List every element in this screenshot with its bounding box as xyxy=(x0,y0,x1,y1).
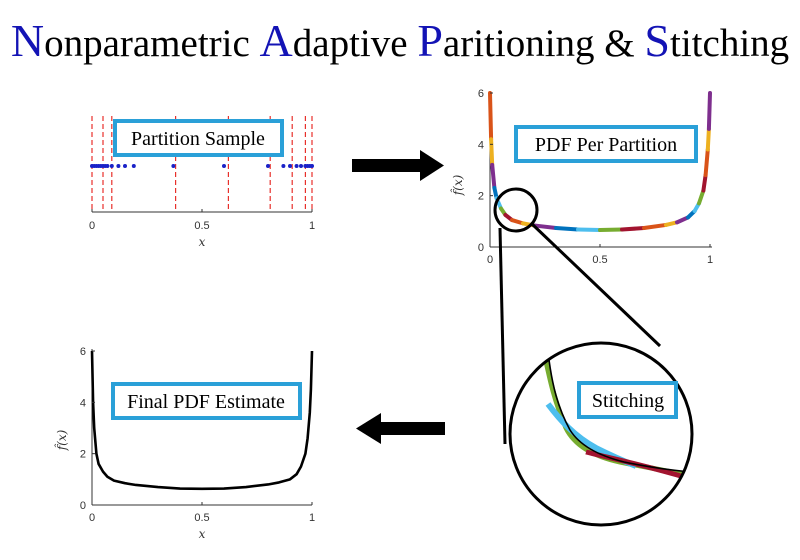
partition-pdf-segment xyxy=(490,162,497,190)
partition-pdf-segment xyxy=(675,215,690,225)
title-word: daptive xyxy=(292,22,418,65)
label-box-partition-sample xyxy=(113,119,284,157)
x-tick-label: 0.5 xyxy=(194,512,209,524)
x-tick-label: 0 xyxy=(487,254,493,266)
zoom-circle-small xyxy=(493,187,539,233)
title-word: onparametric xyxy=(44,22,260,65)
label-final-pdf: Final PDF Estimate xyxy=(127,391,285,413)
partition-pdf-segment xyxy=(598,227,624,233)
sample-point xyxy=(123,164,127,168)
x-tick-label: 0 xyxy=(89,512,95,524)
title-initial: A xyxy=(259,15,293,66)
x-axis-label-1: x xyxy=(199,235,206,249)
partition-pdf-segment xyxy=(642,222,668,231)
partition-pdf-segment xyxy=(554,226,580,232)
sample-point xyxy=(116,164,121,168)
title-word: titching xyxy=(670,22,790,65)
y-tick-label: 6 xyxy=(478,88,484,100)
label-box-final-pdf xyxy=(111,382,302,420)
x-tick-label: 0.5 xyxy=(194,220,209,232)
y-tick-label: 2 xyxy=(478,191,484,203)
x-tick-label: 0 xyxy=(89,220,95,232)
zoom-connector-left xyxy=(498,227,507,445)
sample-point xyxy=(299,164,303,168)
final-pdf-line xyxy=(90,350,314,491)
axis-ticks-2: 0 0.5 1 0 2 4 6 xyxy=(478,88,713,266)
partition-pdf-segment xyxy=(576,227,602,233)
sample-point xyxy=(294,164,299,168)
partition-pdf-segment xyxy=(489,137,495,167)
sample-point xyxy=(171,164,176,168)
partition-pdf-curve xyxy=(488,91,712,233)
title-word: aritioning & xyxy=(442,22,645,65)
sample-point xyxy=(266,164,270,168)
axis-ticks-4: 0 0.5 1 0 2 4 6 xyxy=(80,346,315,524)
sample-point xyxy=(222,164,226,168)
y-tick-label: 6 xyxy=(80,346,86,358)
y-tick-label: 4 xyxy=(478,139,484,151)
label-box-pdf-per-partition xyxy=(514,125,698,163)
sample-point xyxy=(131,164,136,168)
title-initial: N xyxy=(10,15,45,66)
x-tick-label: 1 xyxy=(707,254,713,266)
partition-pdf-segment xyxy=(532,223,558,231)
label-pdf-per-partition: PDF Per Partition xyxy=(535,134,677,156)
y-tick-label: 4 xyxy=(80,397,86,409)
partition-pdf-segment xyxy=(701,173,708,193)
partition-pdf-segment xyxy=(706,91,712,131)
y-axis-label-2: f̂(x) xyxy=(449,174,465,196)
stitch-curves xyxy=(541,351,691,481)
partition-pdf-segment xyxy=(705,126,711,152)
partition-pdf-segment xyxy=(488,91,494,142)
y-tick-label: 2 xyxy=(80,449,86,461)
sample-points xyxy=(90,164,314,168)
title-initial: P xyxy=(417,15,443,66)
label-partition-sample: Partition Sample xyxy=(131,128,265,150)
x-tick-label: 1 xyxy=(309,220,315,232)
label-box-stitching xyxy=(577,381,678,419)
sample-point xyxy=(105,164,110,168)
x-axis-label-4: x xyxy=(199,527,206,541)
arrow-left xyxy=(356,413,445,444)
zoom-connector-right xyxy=(530,222,662,348)
x-tick-label: 1 xyxy=(309,512,315,524)
sample-point xyxy=(310,164,314,168)
x-tick-label: 0.5 xyxy=(592,254,607,266)
title-initial: S xyxy=(644,15,670,66)
partition-pdf-segment xyxy=(697,188,706,206)
pdf-per-partition-panel: 0 0.5 1 0 2 4 6 f̂(x) PDF Per Partition xyxy=(449,88,713,266)
stitching-zoom: Stitching xyxy=(508,341,694,527)
final-pdf-panel: 0 0.5 1 0 2 4 6 x f̂(x) Final PDF Estimate xyxy=(53,346,315,541)
sample-point xyxy=(109,164,114,168)
page-title: Nonparametric Adaptive Paritioning & Sti… xyxy=(0,14,800,67)
partition-pdf-segment xyxy=(620,226,646,232)
arrow-right xyxy=(352,150,444,181)
y-tick-label: 0 xyxy=(478,242,484,254)
y-axis-label-4: f̂(x) xyxy=(53,429,69,451)
partition-pdf-segment xyxy=(703,147,710,178)
label-stitching: Stitching xyxy=(592,390,664,412)
y-tick-label: 0 xyxy=(80,500,86,512)
final-pdf-curve xyxy=(90,350,314,491)
sample-point xyxy=(288,164,292,168)
sample-point xyxy=(281,164,286,168)
